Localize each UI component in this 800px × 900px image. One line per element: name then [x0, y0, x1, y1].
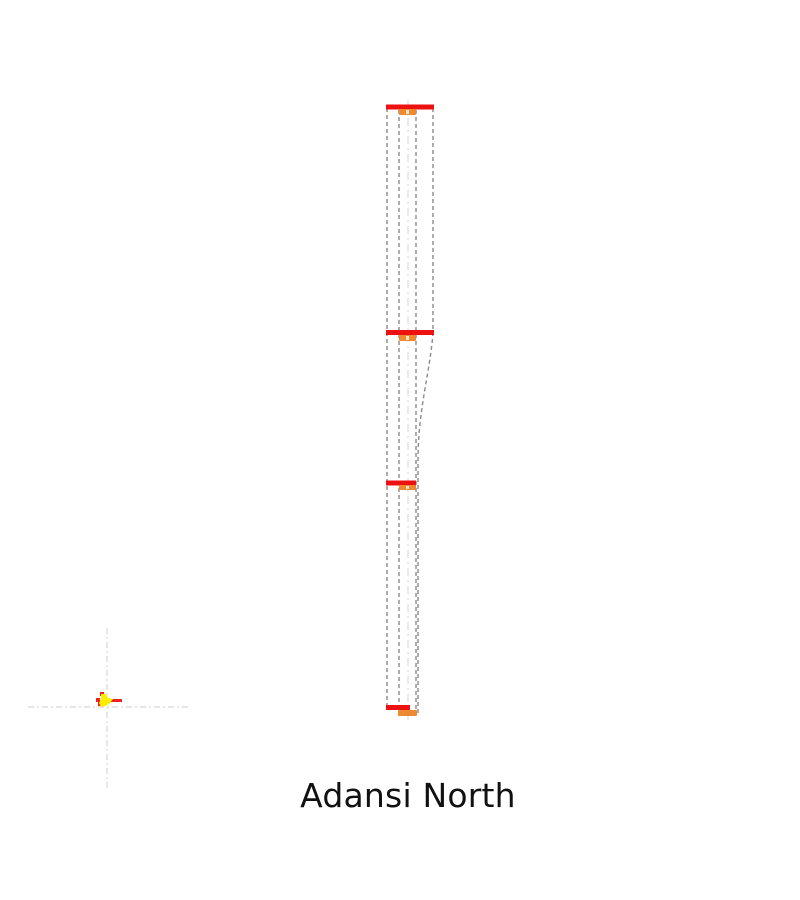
marker-notches	[406, 110, 409, 489]
section-bars	[386, 104, 434, 710]
crosshair-icon	[28, 628, 188, 788]
section-bar-top	[386, 104, 434, 110]
location-symbol-icon	[96, 692, 122, 707]
shaft-outlines	[386, 108, 434, 714]
notch-upper	[406, 336, 409, 340]
diagram-caption: Adansi North	[300, 776, 516, 815]
outer-right-profile	[417, 108, 434, 713]
section-bar-upper	[386, 330, 434, 335]
marker-base	[398, 710, 417, 716]
section-bar-middle	[386, 480, 416, 486]
notch-top	[406, 110, 409, 114]
section-bar-base	[386, 705, 410, 710]
notch-middle	[406, 486, 409, 489]
